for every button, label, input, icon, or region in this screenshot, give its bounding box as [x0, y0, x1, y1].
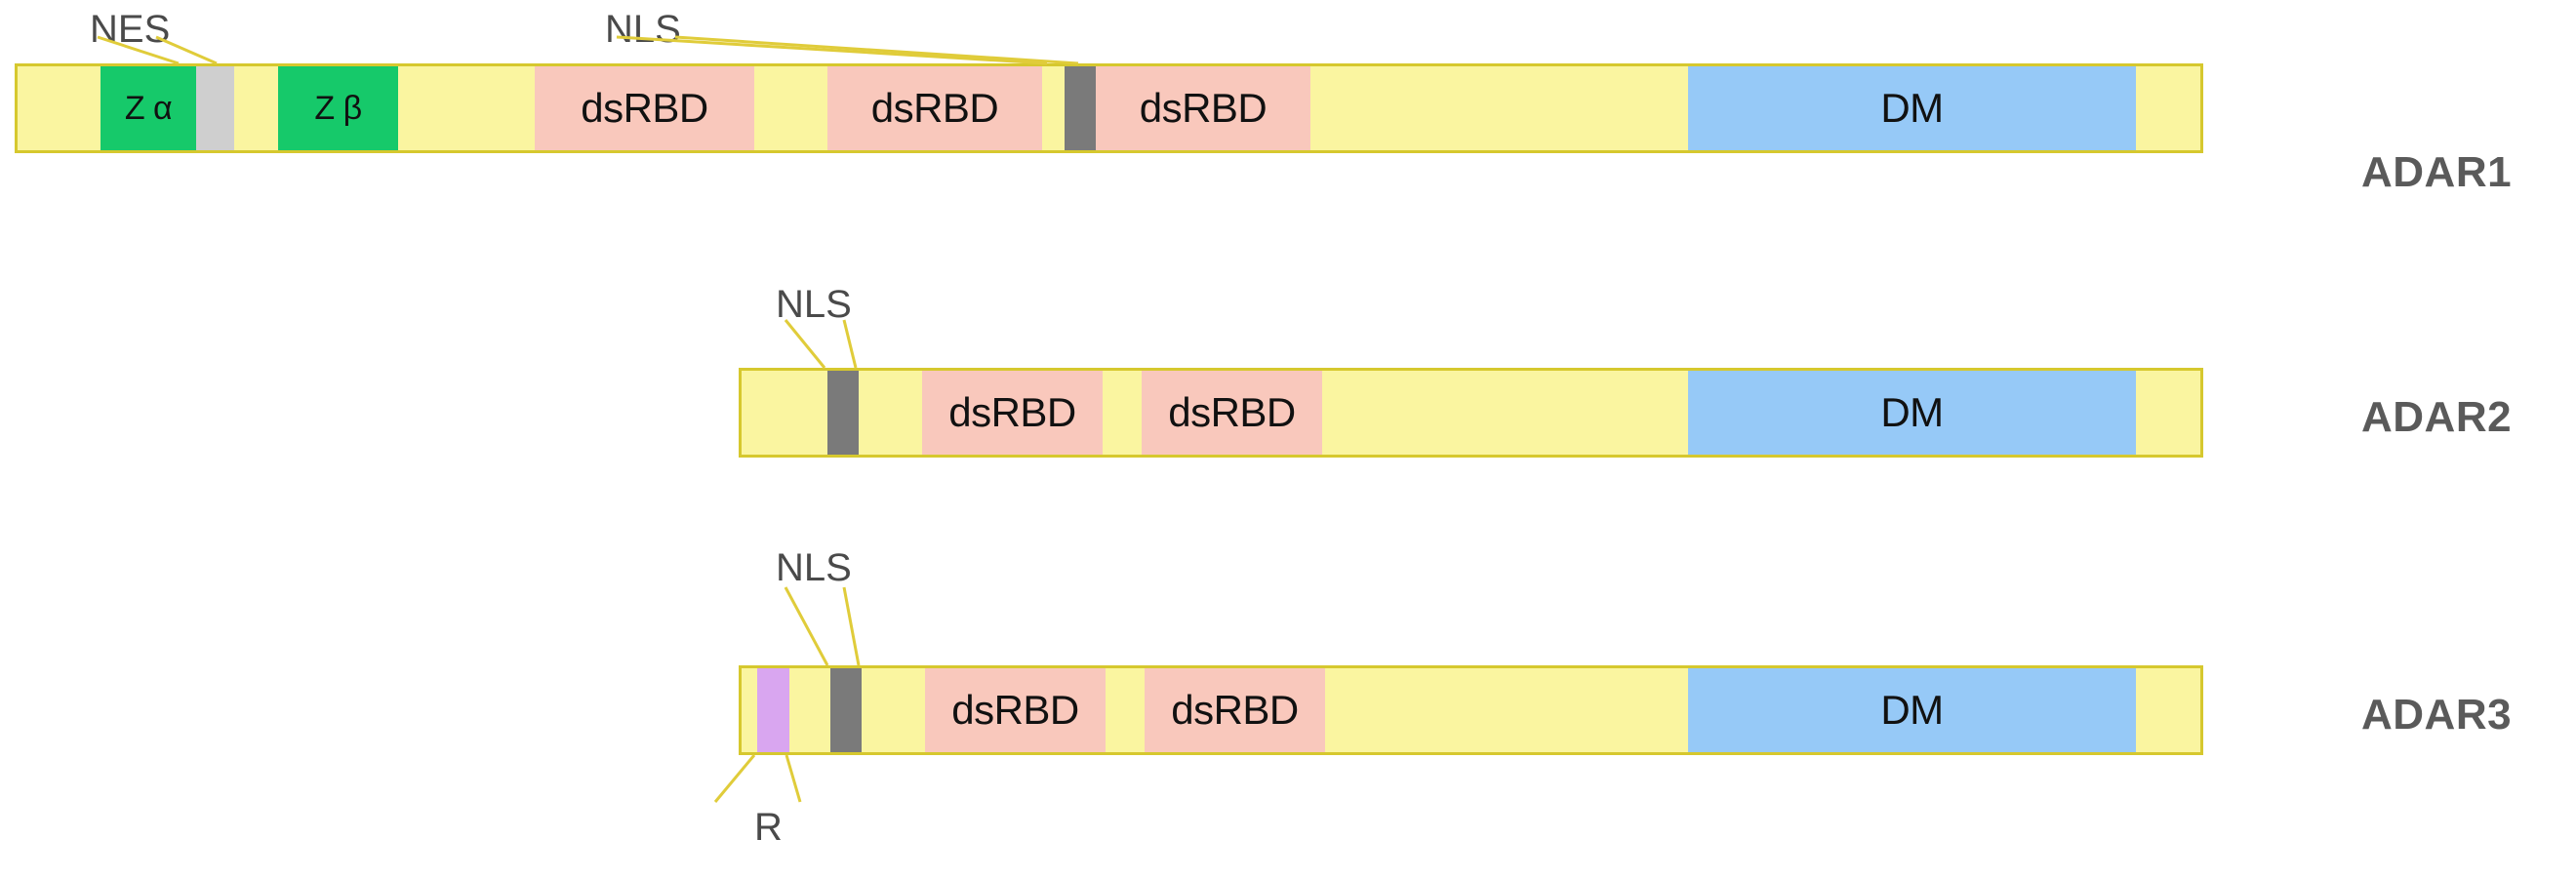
- domain-segment-za[interactable]: Z α: [101, 66, 196, 150]
- domain-label-dm: DM: [1880, 85, 1944, 131]
- domain-segment-dm[interactable]: DM: [1688, 66, 2136, 150]
- protein-bar-adar2[interactable]: dsRBD dsRBD DM: [739, 368, 2203, 458]
- domain-label-dsrbd1: dsRBD: [948, 389, 1076, 435]
- domain-segment-dsrbd1[interactable]: dsRBD: [535, 66, 754, 150]
- protein-bar-adar3[interactable]: dsRBD dsRBD DM: [739, 665, 2203, 755]
- nls-callout-text: NLS: [605, 8, 681, 51]
- domain-label-zb: Z β: [314, 89, 362, 127]
- domain-segment-zb[interactable]: Z β: [278, 66, 398, 150]
- domain-segment-dsrbd2[interactable]: dsRBD: [827, 66, 1042, 150]
- domain-segment-dm[interactable]: DM: [1688, 668, 2136, 752]
- domain-segment-nls[interactable]: [1065, 66, 1096, 150]
- domain-segment-dsrbd1[interactable]: dsRBD: [922, 371, 1103, 455]
- r-callout-text: R: [754, 806, 783, 849]
- domain-label-dsrbd3: dsRBD: [1139, 85, 1268, 131]
- protein-name-adar2: ADAR2: [2361, 393, 2513, 441]
- nls-callout-text: NLS: [776, 283, 852, 326]
- domain-segment-dsrbd3[interactable]: dsRBD: [1096, 66, 1310, 150]
- domain-label-dsrbd1: dsRBD: [581, 85, 708, 131]
- domain-segment-dsrbd2[interactable]: dsRBD: [1142, 371, 1322, 455]
- domain-segment-r[interactable]: [757, 668, 789, 752]
- domain-label-dm: DM: [1880, 687, 1944, 733]
- domain-label-dsrbd2: dsRBD: [870, 85, 999, 131]
- domain-label-dsrbd2: dsRBD: [1171, 687, 1299, 733]
- domain-segment-nls[interactable]: [827, 371, 859, 455]
- domain-segment-dm[interactable]: DM: [1688, 371, 2136, 455]
- domain-label-dsrbd2: dsRBD: [1168, 389, 1296, 435]
- domain-segment-nls[interactable]: [830, 668, 862, 752]
- domain-segment-dsrbd1[interactable]: dsRBD: [925, 668, 1106, 752]
- domain-label-za: Z α: [124, 89, 173, 127]
- protein-name-adar1: ADAR1: [2361, 148, 2513, 196]
- domain-label-dsrbd1: dsRBD: [951, 687, 1079, 733]
- nes-callout-text: NES: [90, 8, 171, 51]
- protein-name-adar3: ADAR3: [2361, 691, 2513, 739]
- domain-segment-dsrbd2[interactable]: dsRBD: [1145, 668, 1325, 752]
- r-callout-leader-lines: [713, 754, 802, 803]
- nls-callout-leader-lines: [784, 586, 861, 666]
- domain-segment-nes[interactable]: [196, 66, 234, 150]
- nls-callout-text: NLS: [776, 546, 852, 589]
- domain-label-dm: DM: [1880, 389, 1944, 435]
- protein-bar-adar1[interactable]: Z α Z β dsRBD dsRBD dsRBD DM: [15, 63, 2203, 153]
